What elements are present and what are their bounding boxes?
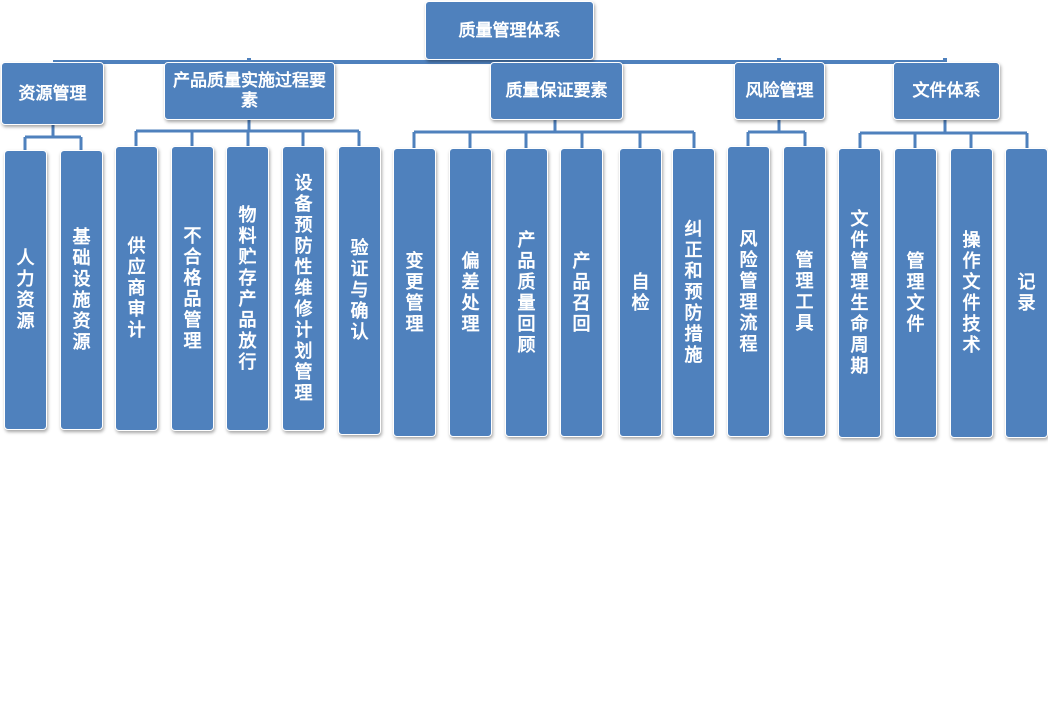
group-node-risk-management: 风险管理 [734,62,825,120]
child-node: 管理工具 [783,146,826,437]
child-node-label: 偏差处理 [461,250,480,335]
child-node-label: 纠正和预防措施 [684,219,703,366]
root-node: 质量管理体系 [425,1,594,60]
child-node: 产品质量回顾 [505,148,548,437]
child-node: 变更管理 [393,148,436,437]
child-node: 验证与确认 [338,146,381,435]
child-node: 物料贮存产品放行 [226,146,269,431]
child-node-label: 操作文件技术 [962,230,981,356]
group-node-quality-assurance: 质量保证要素 [490,62,623,120]
child-node: 风险管理流程 [727,146,770,437]
child-node: 管理文件 [894,148,937,438]
child-node-label: 文件管理生命周期 [850,209,869,377]
child-node: 不合格品管理 [171,146,214,431]
child-node-label: 变更管理 [405,250,424,335]
child-node-label: 管理工具 [795,249,814,334]
child-node: 产品召回 [560,148,603,437]
child-node-label: 管理文件 [906,251,925,335]
child-node-label: 人力资源 [16,248,35,332]
child-node: 自检 [619,148,662,437]
group-node-document-system: 文件体系 [893,62,1000,120]
child-node-label: 产品质量回顾 [517,229,536,356]
child-node: 偏差处理 [449,148,492,437]
child-node: 记录 [1005,148,1048,438]
group-node-resource-management: 资源管理 [1,62,104,125]
child-node-label: 验证与确认 [350,238,369,343]
group-node-product-quality-process: 产品质量实施过程要素 [164,62,335,120]
child-node-label: 设备预防性维修计划管理 [294,173,313,404]
child-node: 设备预防性维修计划管理 [282,146,325,431]
child-node: 基础设施资源 [60,150,103,430]
child-node-label: 风险管理流程 [739,228,758,355]
child-node-label: 不合格品管理 [183,225,202,352]
child-node-label: 基础设施资源 [72,227,91,353]
child-node: 纠正和预防措施 [672,148,715,437]
child-node: 人力资源 [4,150,47,430]
child-node: 文件管理生命周期 [838,148,881,438]
child-node: 操作文件技术 [950,148,993,438]
child-node-label: 供应商审计 [127,236,146,341]
child-node-label: 物料贮存产品放行 [238,204,257,373]
child-node: 供应商审计 [115,146,158,431]
child-node-label: 产品召回 [572,250,591,335]
child-node-label: 自检 [631,271,650,314]
child-node-label: 记录 [1017,272,1036,314]
